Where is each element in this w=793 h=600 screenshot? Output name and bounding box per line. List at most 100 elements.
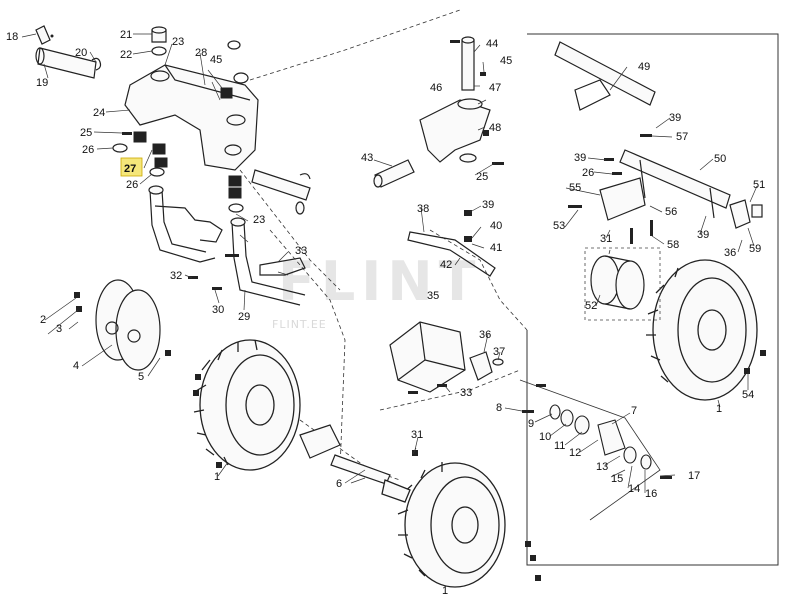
callout-14: 14 <box>628 483 640 495</box>
callout-24: 24 <box>93 107 105 119</box>
callout-41: 41 <box>490 242 502 254</box>
callout-40: 40 <box>490 220 502 232</box>
callout-45b: 45 <box>500 55 512 67</box>
detail-frame <box>526 33 779 566</box>
callout-39c: 39 <box>574 152 586 164</box>
callout-26c: 26 <box>582 167 594 179</box>
callout-4: 4 <box>73 360 79 372</box>
callout-31a: 31 <box>411 429 423 441</box>
callout-53: 53 <box>553 220 565 232</box>
callout-1c: 1 <box>442 585 448 597</box>
callout-22: 22 <box>120 49 132 61</box>
hitch-bracket-35 <box>389 321 466 393</box>
callout-25b: 25 <box>476 171 488 183</box>
callout-39a: 39 <box>482 199 494 211</box>
callout-46: 46 <box>430 82 442 94</box>
callout-57: 57 <box>676 131 688 143</box>
link-38 <box>407 231 496 277</box>
callout-31b: 31 <box>600 233 612 245</box>
bolts <box>50 34 766 581</box>
bracket-46-48 <box>419 98 491 163</box>
callout-23a: 23 <box>172 36 184 48</box>
callout-2: 2 <box>40 314 46 326</box>
lower-arm-left <box>148 185 223 263</box>
hub-explode <box>549 404 652 470</box>
arm-33 <box>259 257 306 276</box>
callout-52: 52 <box>585 300 597 312</box>
callout-30: 30 <box>212 304 224 316</box>
callout-44: 44 <box>486 38 498 50</box>
callout-29: 29 <box>238 311 250 323</box>
callout-27-highlight <box>120 157 143 177</box>
callout-6: 6 <box>336 478 342 490</box>
bolt-18 <box>35 25 51 45</box>
dashed-box-52 <box>584 247 661 321</box>
callout-labels: 18 19 20 21 22 23 24 25 26 27 26 28 45 2… <box>6 29 765 597</box>
callout-5: 5 <box>138 371 144 383</box>
watermark-site: FLINT.EE <box>272 318 327 331</box>
callout-36a: 36 <box>479 329 491 341</box>
callout-56: 56 <box>665 206 677 218</box>
callout-35: 35 <box>427 290 439 302</box>
callout-13: 13 <box>596 461 608 473</box>
callout-32: 32 <box>170 270 182 282</box>
callout-50: 50 <box>714 153 726 165</box>
gear-housing <box>124 64 259 171</box>
callout-51: 51 <box>753 179 765 191</box>
callout-26b: 26 <box>126 179 138 191</box>
callout-16: 16 <box>645 488 657 500</box>
callout-26a: 26 <box>82 144 94 156</box>
callout-45a: 45 <box>210 54 222 66</box>
plate-55-56 <box>599 177 646 221</box>
washers-22 <box>151 40 249 84</box>
middle-shaft <box>251 169 311 215</box>
pin-43 <box>373 159 415 188</box>
callout-3: 3 <box>56 323 62 335</box>
cap-nut-21 <box>151 26 167 43</box>
callout-23b: 23 <box>253 214 265 226</box>
callout-1b: 1 <box>716 403 722 415</box>
latch-36-37 <box>469 351 504 381</box>
callout-28: 28 <box>195 47 207 59</box>
callout-39d: 39 <box>697 229 709 241</box>
wheel-left <box>193 339 301 471</box>
callout-17: 17 <box>688 470 700 482</box>
callout-43: 43 <box>361 152 373 164</box>
shaft-44 <box>461 36 475 91</box>
upper-shaft <box>35 47 97 79</box>
rail-49 <box>554 41 656 111</box>
callout-33a: 33 <box>295 245 307 257</box>
callout-8: 8 <box>496 402 502 414</box>
spring-20 <box>91 57 102 71</box>
callout-12: 12 <box>569 447 581 459</box>
callout-21: 21 <box>120 29 132 41</box>
hub-6 <box>299 424 391 485</box>
callout-9: 9 <box>528 418 534 430</box>
callout-11: 11 <box>554 440 565 452</box>
callout-19: 19 <box>36 77 48 89</box>
callout-27: 27 <box>124 163 136 175</box>
callout-7: 7 <box>631 405 637 417</box>
drum-52 <box>590 255 645 310</box>
bearings-27 <box>133 87 242 199</box>
callout-59: 59 <box>749 243 761 255</box>
plate-4 <box>95 279 161 371</box>
leader-lines <box>21 33 758 493</box>
callout-10: 10 <box>539 431 551 443</box>
callout-15: 15 <box>611 473 623 485</box>
wheel-bottom <box>381 462 506 588</box>
callout-38: 38 <box>417 203 429 215</box>
callout-42: 42 <box>440 259 452 271</box>
callout-33b: 33 <box>460 387 472 399</box>
callout-37: 37 <box>493 346 505 358</box>
callout-25a: 25 <box>80 127 92 139</box>
callout-20: 20 <box>75 47 87 59</box>
crossbar-50 <box>619 149 731 219</box>
assembly-lines <box>239 9 611 481</box>
callout-55: 55 <box>569 182 581 194</box>
callout-58: 58 <box>667 239 679 251</box>
callout-47: 47 <box>489 82 501 94</box>
callout-54: 54 <box>742 389 754 401</box>
callout-39b: 39 <box>669 112 681 124</box>
